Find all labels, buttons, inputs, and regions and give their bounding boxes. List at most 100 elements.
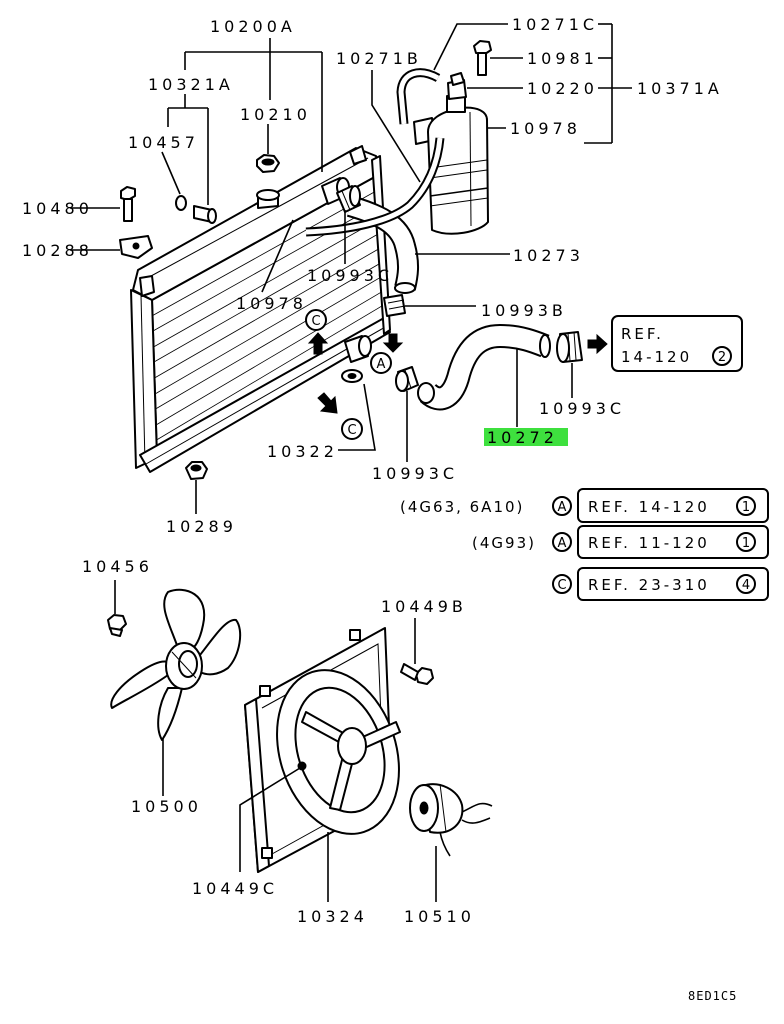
reference-number-circle [736,574,756,594]
radiator-bracket-left [139,275,155,297]
fan-hub-center [178,650,198,678]
part-label-10321A: 10321A [148,75,234,94]
radiator-fin [156,304,384,441]
reference-mark-circle [552,574,572,594]
bolt-head [120,186,136,201]
fan-blade [110,660,169,709]
clamp-band [341,190,351,211]
ref-box-number-circle [712,346,732,366]
reference-row-2: (4G93) A REF. 11-120 1 [472,525,769,559]
reservoir-cap [447,72,467,100]
clamp-band [388,305,406,310]
part-label-10480: 10480 [22,199,93,218]
reference-mark: C [557,578,566,593]
part-label-10981: 10981 [527,49,598,68]
overflow-hose-10271B [305,137,445,237]
leader-10322 [338,383,376,451]
motor-band [439,783,447,833]
engine-variant: (4G93) [472,534,536,552]
hose-end [394,282,416,294]
radiator-lower-hose [417,324,551,411]
part-label-10457: 10457 [128,133,199,152]
leader-10457 [161,151,181,195]
part-label-10993C-bottom: 10993C [372,464,458,483]
callout-a-mid: A [370,352,392,374]
clamp-end [349,185,361,207]
reference-row-3: C REF. 23-310 4 [552,567,769,601]
bolt-shaft [400,663,419,681]
hose-clamp-10993C [336,185,361,213]
arrow-right-icon [587,333,608,355]
callout-letter: C [311,314,320,329]
callout-c-lower: C [341,418,363,440]
ref-box-14-120-2: REF. 14-120 2 [611,315,743,372]
hose-clamp-10993C-bottom [395,366,419,392]
fan-blade [157,687,183,741]
part-label-10288: 10288 [22,241,93,260]
reference-mark-circle [552,496,572,516]
clamp-band [387,299,405,304]
leader-10271C [433,23,508,71]
o-ring-10457 [175,195,187,211]
fan-blade [163,588,206,651]
part-labels: 10200A 10271C 10981 10271B 10220 10371A … [22,15,723,926]
hose-10271C [396,68,441,125]
reference-frame [577,567,769,601]
bolt-10456 [107,614,127,637]
hose-fill [305,137,443,235]
reservoir-rib [429,169,488,179]
reference-row-1: (4G63, 6A10) A REF. 14-120 1 [400,488,769,523]
figure-code: 8ED1C5 [688,989,737,1003]
radiator-fin [153,231,382,363]
hose-clamp-10993C-right [556,331,583,363]
nut-hole [190,464,202,472]
bolt-10480 [120,186,136,222]
clamp-end [556,333,570,363]
callout-letter: C [347,423,356,438]
reference-number: 4 [742,578,750,593]
bolt-shaft [477,52,487,76]
bolt-10449B [400,663,434,685]
arrow-up-icon [307,332,329,355]
radiator-upper-hose [346,195,419,294]
leader-10271B [371,70,421,183]
clamp-band [567,332,571,362]
fan-shroud [244,627,401,873]
bolt-head [415,667,434,685]
part-label-10456: 10456 [82,557,153,576]
leader-10978-low [261,219,294,293]
drain-cock-plug [193,205,217,224]
fan-motor [409,783,493,857]
part-label-10371A: 10371A [637,79,723,98]
radiator-fin [155,290,384,426]
nut-10289 [185,461,208,480]
bracket-hole [132,242,140,250]
bolt-shaft [109,627,123,637]
hose-fill [347,197,417,291]
callout-circle [341,418,363,440]
ref-box-frame [611,315,743,372]
clamp-body [383,294,406,317]
part-label-10978-low: 10978 [236,294,307,313]
part-label-10210: 10210 [240,105,311,124]
reference-text: REF. 11-120 [588,534,710,552]
plug-end [207,208,217,224]
shroud-side [244,698,270,873]
part-label-10322: 10322 [267,442,338,461]
radiator-outlet-pipe [344,335,372,363]
radiator [130,145,391,473]
radiator-bottom-tank [139,317,391,473]
arrow-down-right-icon [317,392,338,414]
outlet-pipe-end [358,335,372,357]
hose-fill [398,70,440,125]
part-highlight [484,428,568,446]
part-label-10993C-mid: 10993C [307,266,393,285]
radiator-top-tank-rib [139,157,369,283]
radiator-fin [154,261,383,395]
bracket-10288 [119,235,153,259]
radiator-right-frame [371,155,391,335]
hose-end [539,334,551,358]
reference-number-circle [736,496,756,516]
shroud-mount-tab [349,629,361,641]
ref-box-line2: 14-120 [621,348,692,366]
